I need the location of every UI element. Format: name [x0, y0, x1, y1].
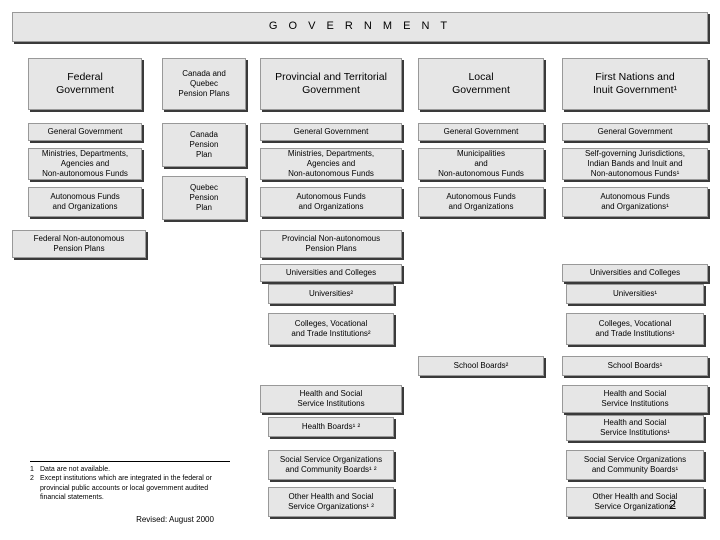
first-nations-self-governing: Self-governing Jurisdictions, Indian Ban… — [562, 148, 708, 180]
provincial-social-service-organizations: Social Service Organizations and Communi… — [268, 450, 394, 480]
local-municipalities: Municipalities and Non-autonomous Funds — [418, 148, 544, 180]
first-nations-other-health-social: Other Health and Social Service Organiza… — [566, 487, 704, 517]
provincial-health-boards: Health Boards¹ ² — [268, 417, 394, 437]
local-school-boards: School Boards² — [418, 356, 544, 376]
first-nations-social-service-organizations: Social Service Organizations and Communi… — [566, 450, 704, 480]
provincial-universities: Universities² — [268, 284, 394, 304]
provincial-general-government: General Government — [260, 123, 402, 141]
footnote-1: 1 Data are not available. — [30, 465, 230, 474]
provincial-colleges: Colleges, Vocational and Trade Instituti… — [268, 313, 394, 345]
federal-autonomous-funds: Autonomous Funds and Organizations — [28, 187, 142, 217]
footnote-2: 2 Except institutions which are integrat… — [30, 474, 230, 502]
federal-general-government: General Government — [28, 123, 142, 141]
revised-date: Revised: August 2000 — [136, 515, 214, 524]
footnote-text: Data are not available. — [40, 466, 111, 473]
first-nations-health-boards: Health and Social Service Institutions¹ — [566, 415, 704, 441]
local-general-government: General Government — [418, 123, 544, 141]
local-government-header: Local Government — [418, 58, 544, 110]
federal-ministries: Ministries, Departments, Agencies and No… — [28, 148, 142, 180]
first-nations-universities-colleges: Universities and Colleges — [562, 264, 708, 282]
page-number: 2 — [669, 497, 677, 512]
first-nations-autonomous-funds: Autonomous Funds and Organizations¹ — [562, 187, 708, 217]
quebec-pension-plan: Quebec Pension Plan — [162, 176, 246, 220]
provincial-universities-colleges: Universities and Colleges — [260, 264, 402, 282]
provincial-ministries: Ministries, Departments, Agencies and No… — [260, 148, 402, 180]
footnote-text: Except institutions which are integrated… — [40, 475, 212, 502]
federal-government-header: Federal Government — [28, 58, 142, 110]
first-nations-universities: Universities¹ — [566, 284, 704, 304]
first-nations-colleges: Colleges, Vocational and Trade Instituti… — [566, 313, 704, 345]
footnote-marker: 1 — [30, 466, 34, 473]
federal-pension-plans: Federal Non-autonomous Pension Plans — [12, 230, 146, 258]
canada-pension-plan: Canada Pension Plan — [162, 123, 246, 167]
cqpp-header: Canada and Quebec Pension Plans — [162, 58, 246, 110]
first-nations-health-social-institutions: Health and Social Service Institutions — [562, 385, 708, 413]
provincial-autonomous-funds: Autonomous Funds and Organizations — [260, 187, 402, 217]
first-nations-general-government: General Government — [562, 123, 708, 141]
footnote-marker: 2 — [30, 475, 34, 483]
government-title: G O V E R N M E N T — [12, 12, 708, 42]
first-nations-government-header: First Nations and Inuit Government¹ — [562, 58, 708, 110]
provincial-health-social-institutions: Health and Social Service Institutions — [260, 385, 402, 413]
local-autonomous-funds: Autonomous Funds and Organizations — [418, 187, 544, 217]
footnote-rule — [30, 461, 230, 462]
first-nations-school-boards: School Boards¹ — [562, 356, 708, 376]
provincial-pension-plans: Provincial Non-autonomous Pension Plans — [260, 230, 402, 258]
provincial-government-header: Provincial and Territorial Government — [260, 58, 402, 110]
footnotes: 1 Data are not available. 2 Except insti… — [30, 461, 230, 503]
provincial-other-health-social: Other Health and Social Service Organiza… — [268, 487, 394, 517]
